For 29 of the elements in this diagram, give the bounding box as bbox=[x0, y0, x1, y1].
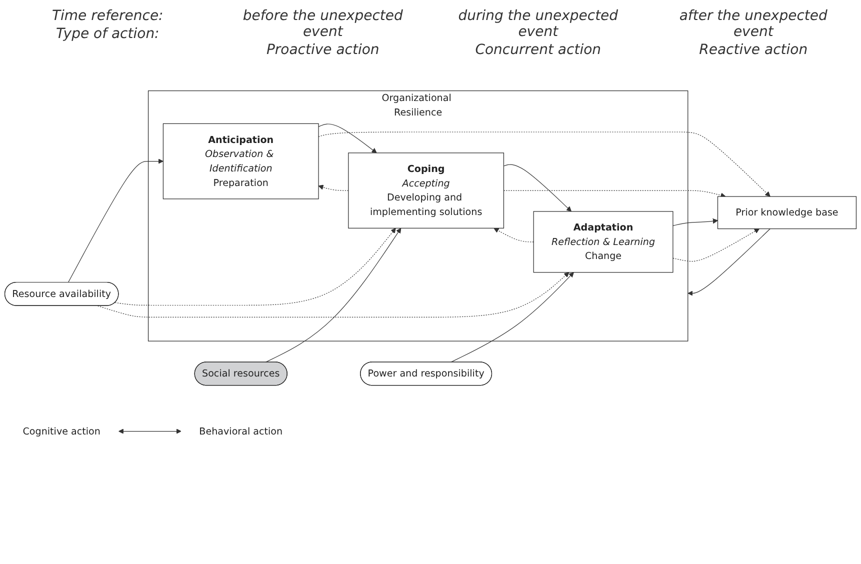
header-label: Time reference: bbox=[50, 8, 164, 24]
header-label: after the unexpected event bbox=[678, 8, 828, 40]
arrow bbox=[672, 218, 718, 226]
header-label: Concurrent action bbox=[474, 42, 602, 58]
node-text: Cognitive action bbox=[22, 425, 100, 437]
node-box: Prior knowledge base bbox=[717, 196, 857, 230]
arrow bbox=[688, 228, 770, 296]
node-text: Behavioral action bbox=[199, 425, 283, 437]
node-box: Coping Accepting Developing and implementing solutions bbox=[348, 152, 504, 228]
node-box: Anticipation Observation & Identification Preparation bbox=[162, 123, 319, 200]
arrow bbox=[265, 228, 402, 363]
arrow bbox=[450, 272, 574, 363]
header-label: during the unexpected event bbox=[457, 8, 620, 40]
header-label: before the unexpected event bbox=[242, 8, 404, 40]
arrow bbox=[494, 228, 534, 242]
arrow bbox=[503, 190, 726, 198]
arrow bbox=[503, 164, 572, 212]
arrow bbox=[672, 228, 760, 262]
header-label: Reactive action bbox=[698, 42, 809, 58]
node-box: Adaptation Reflection & Learning Change bbox=[533, 211, 674, 273]
arrow bbox=[118, 428, 182, 434]
arrow bbox=[318, 184, 349, 191]
header-label: Proactive action bbox=[265, 42, 380, 58]
arrow bbox=[68, 158, 164, 283]
arrow bbox=[97, 272, 570, 318]
arrow bbox=[318, 124, 377, 154]
header-label: Type of action: bbox=[54, 26, 160, 42]
arrow bbox=[114, 228, 396, 306]
arrow bbox=[318, 132, 770, 197]
